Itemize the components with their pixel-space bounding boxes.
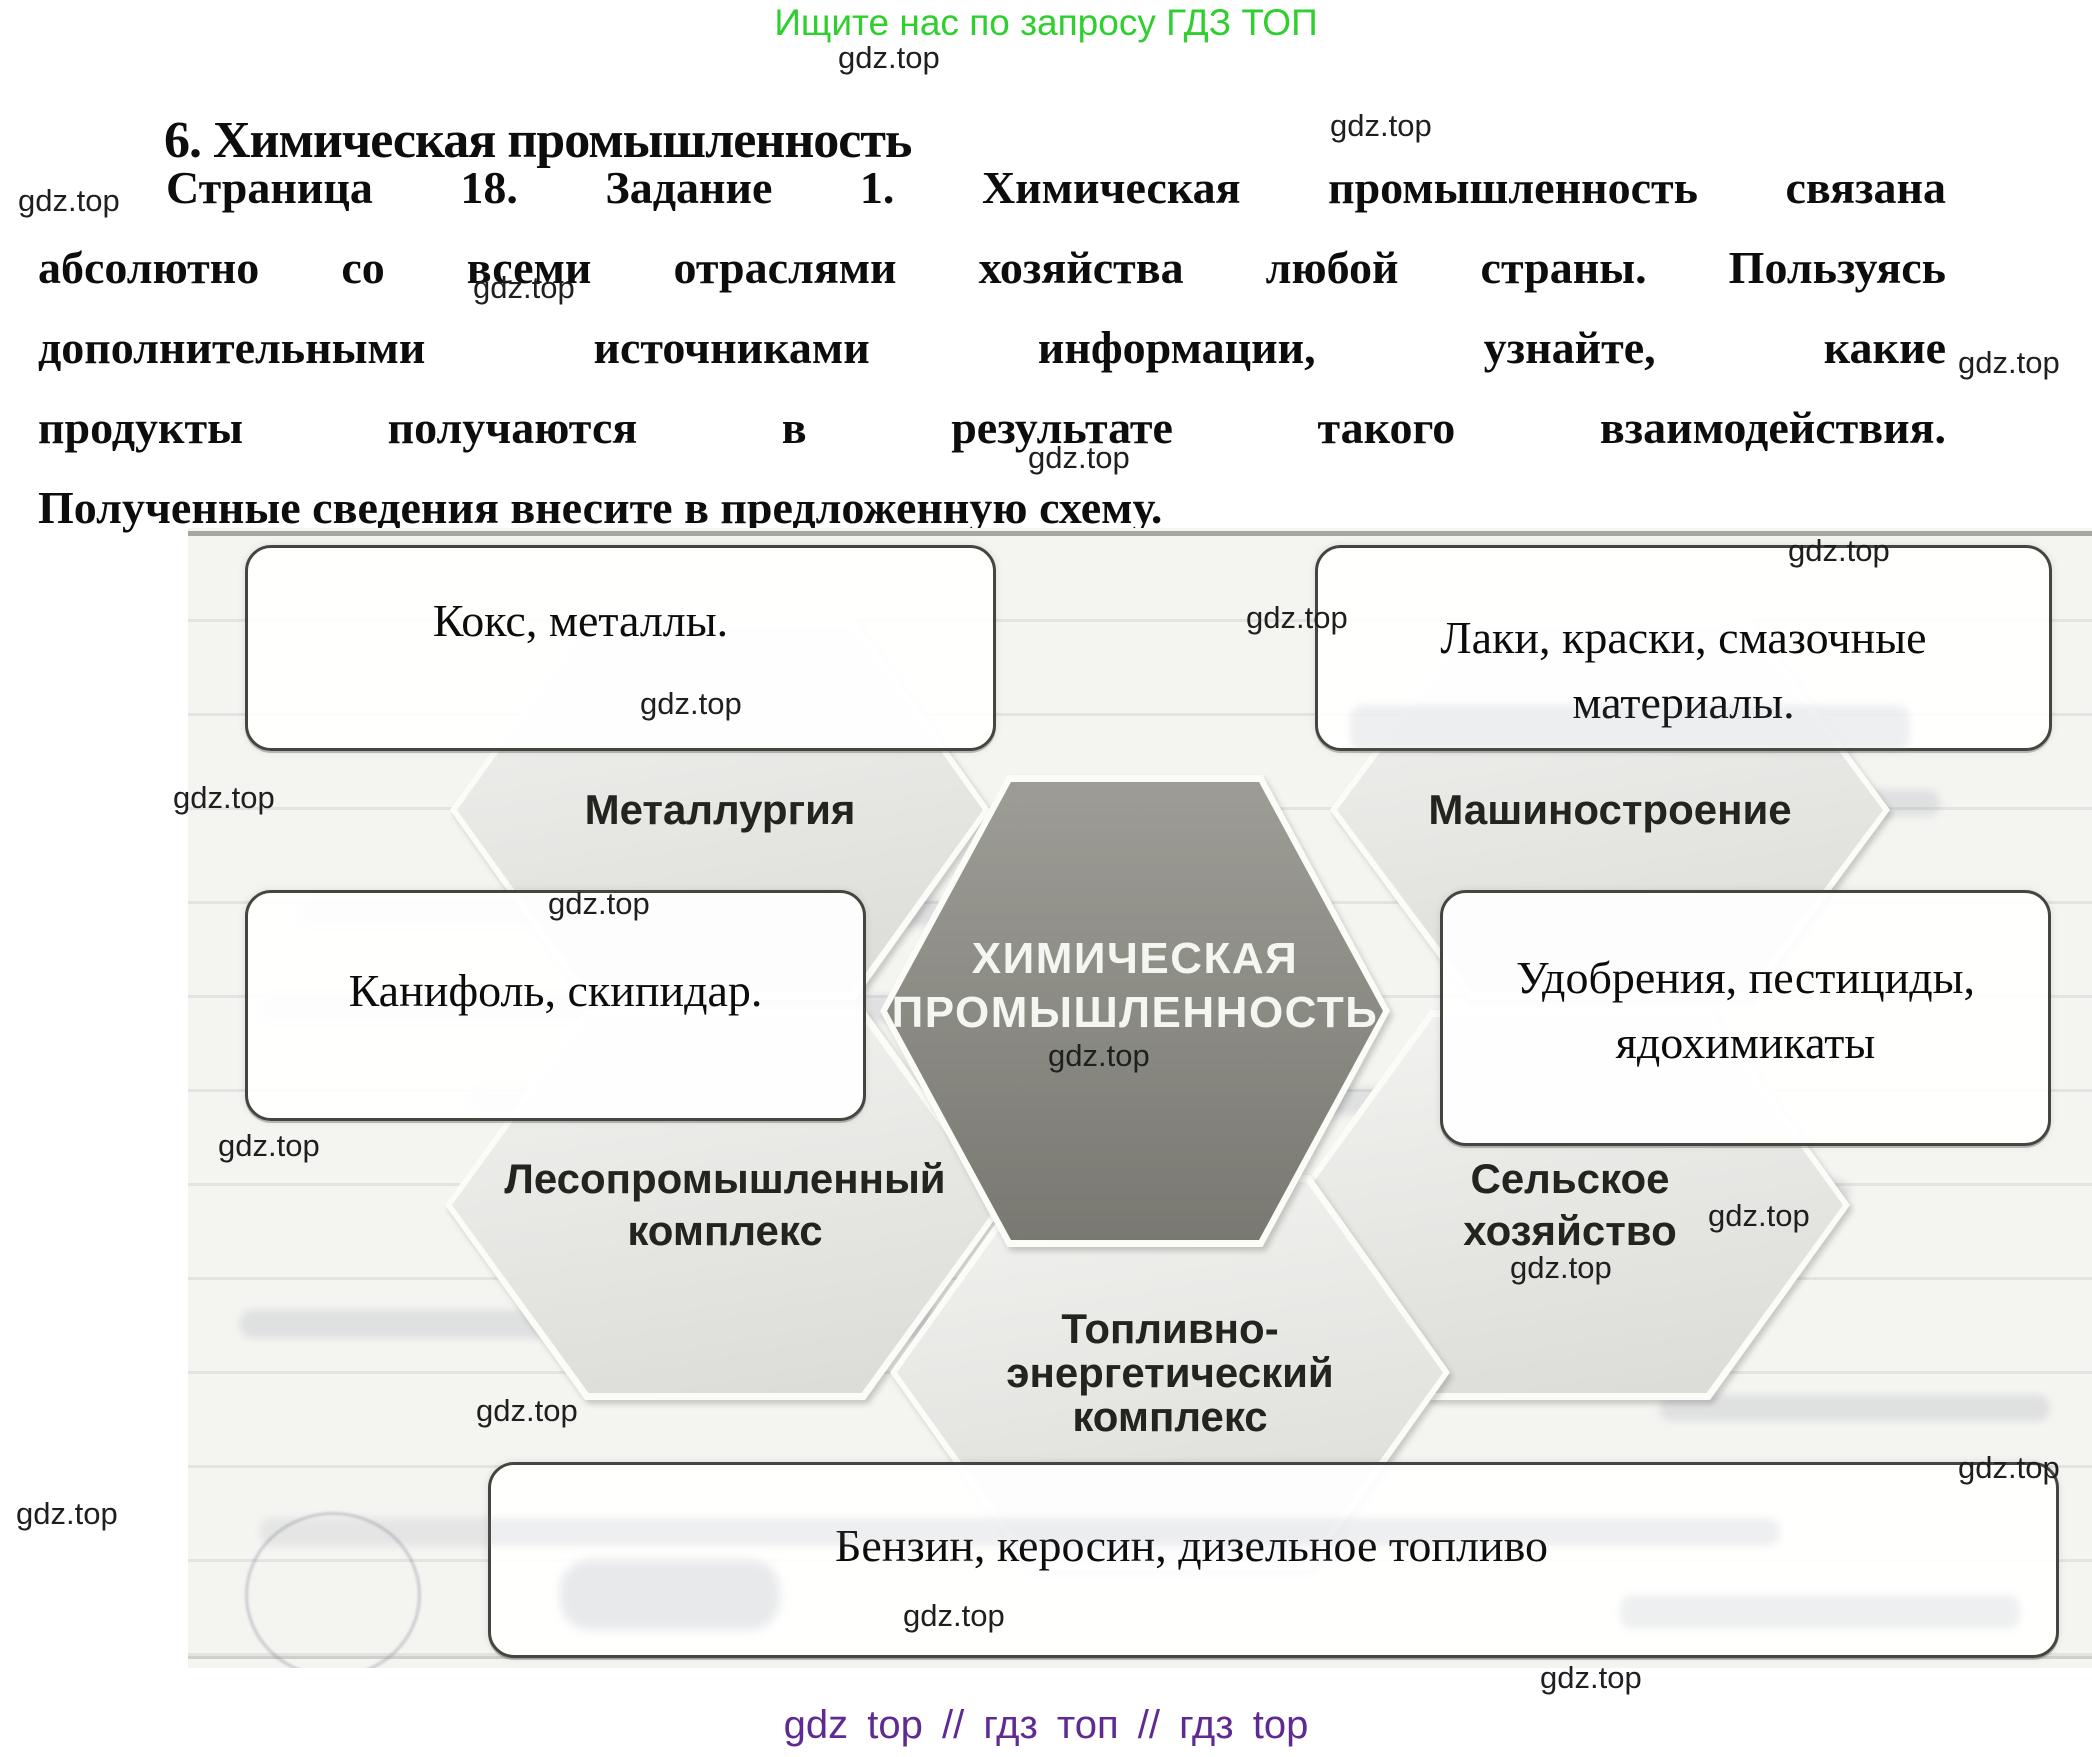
scan-ghost-text (1350, 705, 1910, 751)
watermark: gdz.top (18, 183, 120, 218)
hexagon-forestry-label: Лесопромышленный комплекс (445, 1010, 1005, 1400)
answer-box-machinery: Лаки, краски, смазочные материалы. (1315, 545, 2052, 751)
scan-ghost-circle (245, 1512, 421, 1668)
watermark: gdz.top (903, 1598, 1005, 1633)
page-title: 6. Химическая промышленность (164, 111, 912, 169)
watermark: gdz.top (1246, 600, 1348, 635)
watermark: gdz.top (1048, 1038, 1150, 1073)
scan-ghost-text (1660, 1395, 2050, 1421)
watermark: gdz.top (16, 1496, 118, 1531)
scan-ghost-blob (560, 1560, 780, 1630)
answer-box-forestry: Канифоль, скипидар. (245, 890, 866, 1121)
scan-edge-line (188, 531, 2092, 536)
watermark: gdz.top (1510, 1250, 1612, 1285)
hexagon-label-line: Металлургия (584, 786, 856, 833)
answer-text: Удобрения, пестициды, ядохимикаты (1515, 952, 1976, 1068)
task-line: продукты получаются в результате такого … (38, 402, 1946, 453)
answer-text: Бензин, керосин, дизельное топливо (835, 1519, 1548, 1571)
watermark: gdz.top (218, 1128, 320, 1163)
answer-box-fuel-energy: Бензин, керосин, дизельное топливо (488, 1462, 2059, 1658)
task-line: Полученные сведения внесите в предложенн… (38, 482, 1163, 533)
hexagon-label-line: Лесопромышленный (504, 1155, 946, 1202)
hexagon-agriculture-label: Сельское хозяйство (1290, 1010, 1850, 1400)
hexagon-label-line: Топливно- (1061, 1304, 1279, 1352)
task-line: дополнительными источниками информации, … (38, 322, 1946, 373)
hexagon-metallurgy-label: Металлургия (450, 620, 990, 1000)
hexagon-chemical-industry-label: ХИМИЧЕСКАЯ ПРОМЫШЛЕННОСТЬ (880, 775, 1390, 1247)
hexagon-label-line: Сельское (1470, 1155, 1670, 1202)
task-line: абсолютно со всеми отраслями хозяйства л… (38, 242, 1946, 293)
watermark: gdz.top (476, 1393, 578, 1428)
worksheet-scan: Металлургия Машиностроение Лесопромышлен… (188, 528, 2092, 1668)
promo-banner: Ищите нас по запросу ГДЗ ТОП (774, 2, 1318, 43)
watermark: gdz.top (173, 780, 275, 815)
watermark: gdz.top (1708, 1198, 1810, 1233)
hexagon-label-line: Машиностроение (1428, 786, 1792, 833)
answer-text: Кокс, металлы. (432, 595, 729, 646)
hexagon-label-line: комплекс (627, 1207, 823, 1254)
hexagon-machinery-label: Машиностроение (1330, 620, 1890, 1000)
watermark: gdz.top (640, 686, 742, 721)
answer-box-metallurgy: Кокс, металлы. (245, 545, 996, 751)
watermark: gdz.top (548, 886, 650, 921)
hexagon-fuel-energy-label: Топливно- энергетический комплекс (890, 1175, 1450, 1570)
watermark: gdz.top (1788, 533, 1890, 568)
watermark: gdz.top (1330, 108, 1432, 143)
hexagon-label-line: ХИМИЧЕСКАЯ (971, 934, 1299, 983)
watermark: gdz.top (838, 40, 940, 75)
hexagon-label-line: хозяйство (1463, 1207, 1677, 1254)
hexagon-label-line: комплекс (1072, 1392, 1268, 1440)
watermark: gdz.top (1028, 440, 1130, 475)
footer-links: gdz top // гдз топ // гдз top (783, 1703, 1309, 1747)
watermark: gdz.top (473, 270, 575, 305)
hexagon-label-line: энергетический (1006, 1348, 1334, 1396)
task-line: Страница 18. Задание 1. Химическая промы… (166, 162, 1946, 213)
watermark: gdz.top (1958, 1450, 2060, 1485)
watermark: gdz.top (1540, 1660, 1642, 1695)
answer-text: Лаки, краски, смазочные материалы. (1440, 612, 1927, 728)
scan-ghost-text (260, 1518, 1780, 1546)
watermark: gdz.top (1958, 345, 2060, 380)
hexagon-label-line: ПРОМЫШЛЕННОСТЬ (891, 988, 1379, 1037)
answer-box-agriculture: Удобрения, пестициды, ядохимикаты (1440, 890, 2051, 1146)
scan-ghost-text (1620, 1595, 2020, 1629)
task-paragraph: Страница 18. Задание 1. Химическая промы… (38, 148, 1946, 548)
answer-text: Канифоль, скипидар. (348, 965, 763, 1016)
hexagon-chemical-industry: ХИМИЧЕСКАЯ ПРОМЫШЛЕННОСТЬ (880, 775, 1390, 1247)
